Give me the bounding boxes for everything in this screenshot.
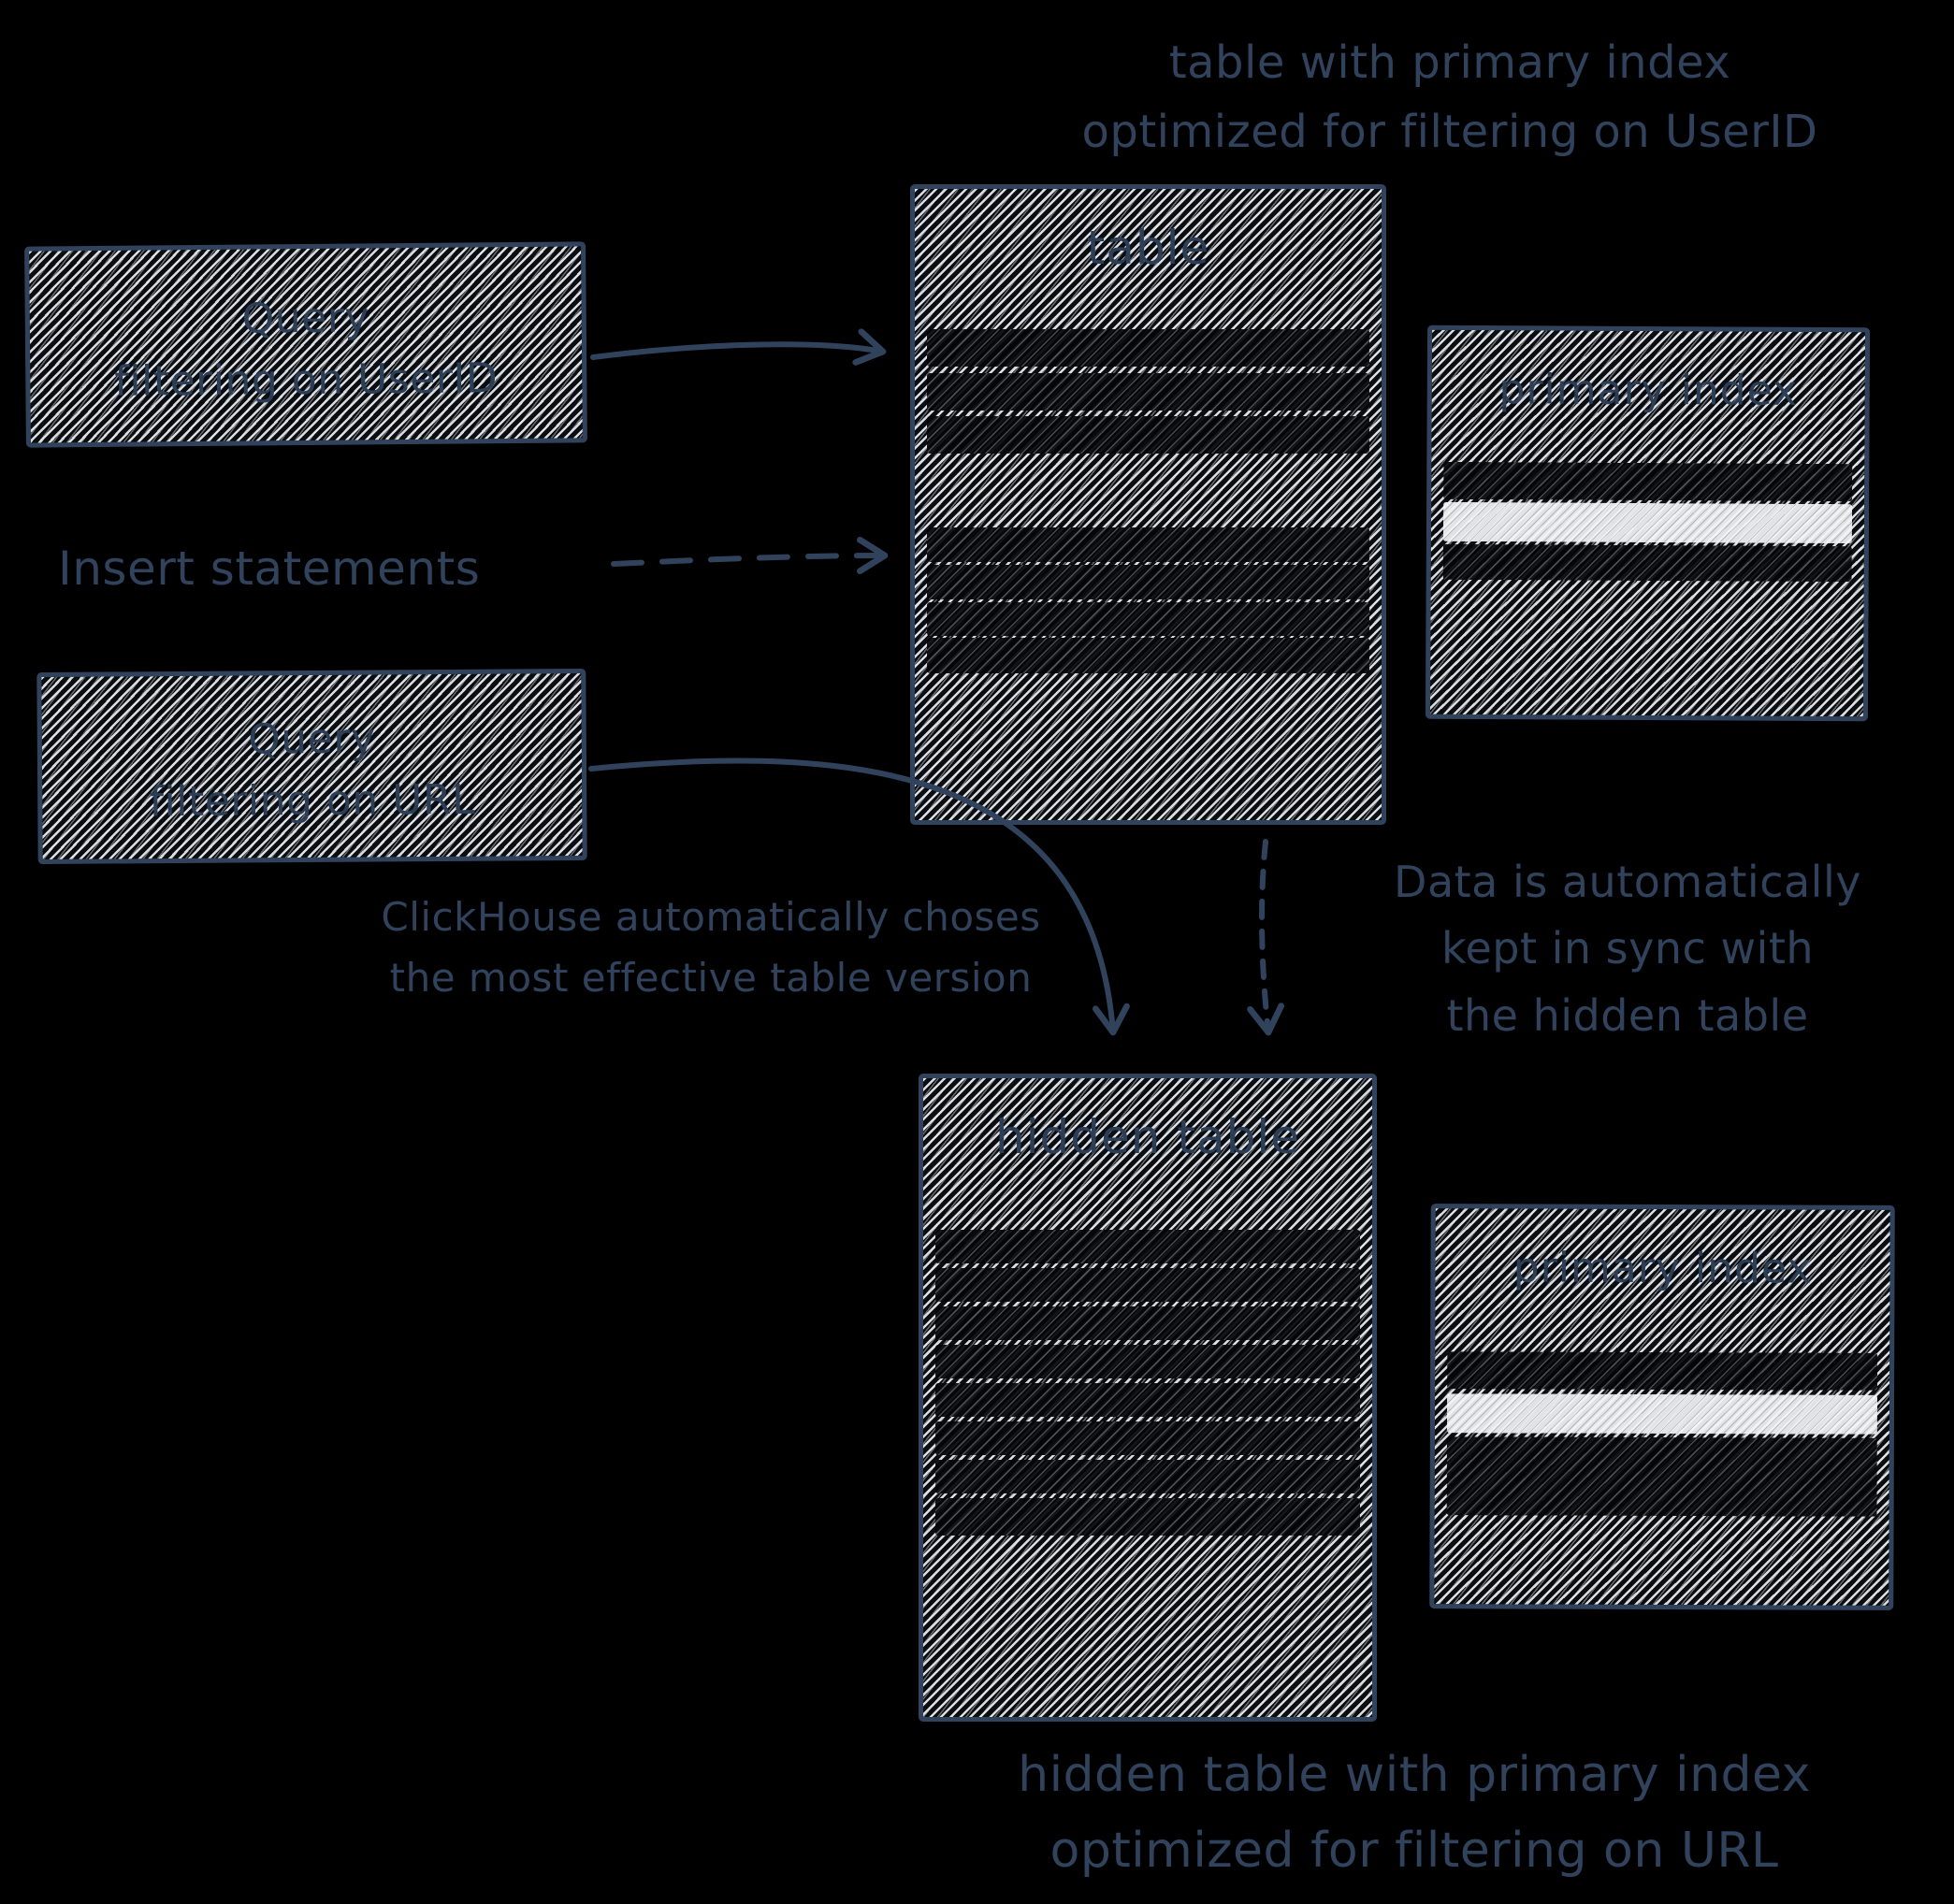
table-row [927, 565, 1369, 599]
query-userid-box: Query filtering on UserID [24, 241, 587, 448]
insert-statements-label: Insert statements [58, 541, 481, 596]
table-row [935, 1345, 1360, 1378]
arrow-insert-statements [611, 537, 889, 575]
caption-table: table with primary index optimized for f… [954, 28, 1946, 167]
table-row [927, 373, 1369, 411]
query-url-box: Query filtering on URL [36, 668, 587, 865]
index-row [1446, 1436, 1877, 1517]
caption-table-line1: table with primary index [1168, 36, 1731, 89]
query-userid-line2: filtering on UserID [114, 354, 499, 406]
table-row [935, 1383, 1360, 1417]
caption-hidden: hidden table with primary index optimize… [947, 1738, 1882, 1888]
caption-sync-line3: the hidden table [1446, 989, 1809, 1041]
primary-index-top-title: primary index [1498, 366, 1799, 415]
caption-sync: Data is automatically kept in sync with … [1305, 849, 1950, 1049]
table-row [927, 527, 1369, 562]
query-url-line2: filtering on URL [149, 775, 476, 827]
table-row [927, 602, 1369, 636]
arrow-query-userid [590, 328, 887, 366]
hidden-table-box: hidden table [919, 1074, 1377, 1722]
table-row [935, 1306, 1360, 1340]
caption-sync-line2: kept in sync with [1440, 923, 1815, 974]
table-row [935, 1498, 1360, 1536]
table-row [935, 1421, 1360, 1455]
primary-index-bottom-box: primary index [1429, 1204, 1895, 1610]
index-row [1443, 461, 1853, 502]
query-url-text: Query filtering on URL [42, 707, 583, 834]
arrow-sync [1247, 839, 1285, 1036]
table-box: table [910, 184, 1386, 825]
caption-hidden-line2: optimized for filtering on URL [1049, 1822, 1779, 1879]
table-row [935, 1268, 1360, 1302]
caption-sync-line1: Data is automatically [1394, 857, 1861, 907]
index-row-light [1446, 1393, 1878, 1435]
primary-index-top-box: primary index [1425, 325, 1871, 722]
query-userid-text: Query filtering on UserID [29, 285, 582, 413]
table-row [927, 416, 1369, 454]
table-row [927, 329, 1369, 367]
table-row [935, 1460, 1360, 1493]
query-url-line1: Query [248, 714, 376, 764]
caption-choose-line1: ClickHouse automatically choses [381, 894, 1041, 940]
hidden-table-title: hidden table [994, 1110, 1301, 1164]
index-row [1447, 1351, 1878, 1391]
primary-index-bottom-title: primary index [1513, 1244, 1813, 1293]
table-row [927, 638, 1369, 673]
table-title: table [1086, 221, 1210, 275]
caption-choose-line2: the most effective table version [389, 955, 1033, 1002]
caption-choose: ClickHouse automatically choses the most… [309, 887, 1113, 1008]
query-userid-line1: Query [241, 294, 370, 343]
caption-hidden-line1: hidden table with primary index [1018, 1747, 1811, 1803]
caption-table-line2: optimized for filtering on UserID [1081, 106, 1818, 159]
index-row [1442, 543, 1852, 583]
index-row-light [1442, 501, 1853, 544]
table-row [935, 1230, 1360, 1263]
